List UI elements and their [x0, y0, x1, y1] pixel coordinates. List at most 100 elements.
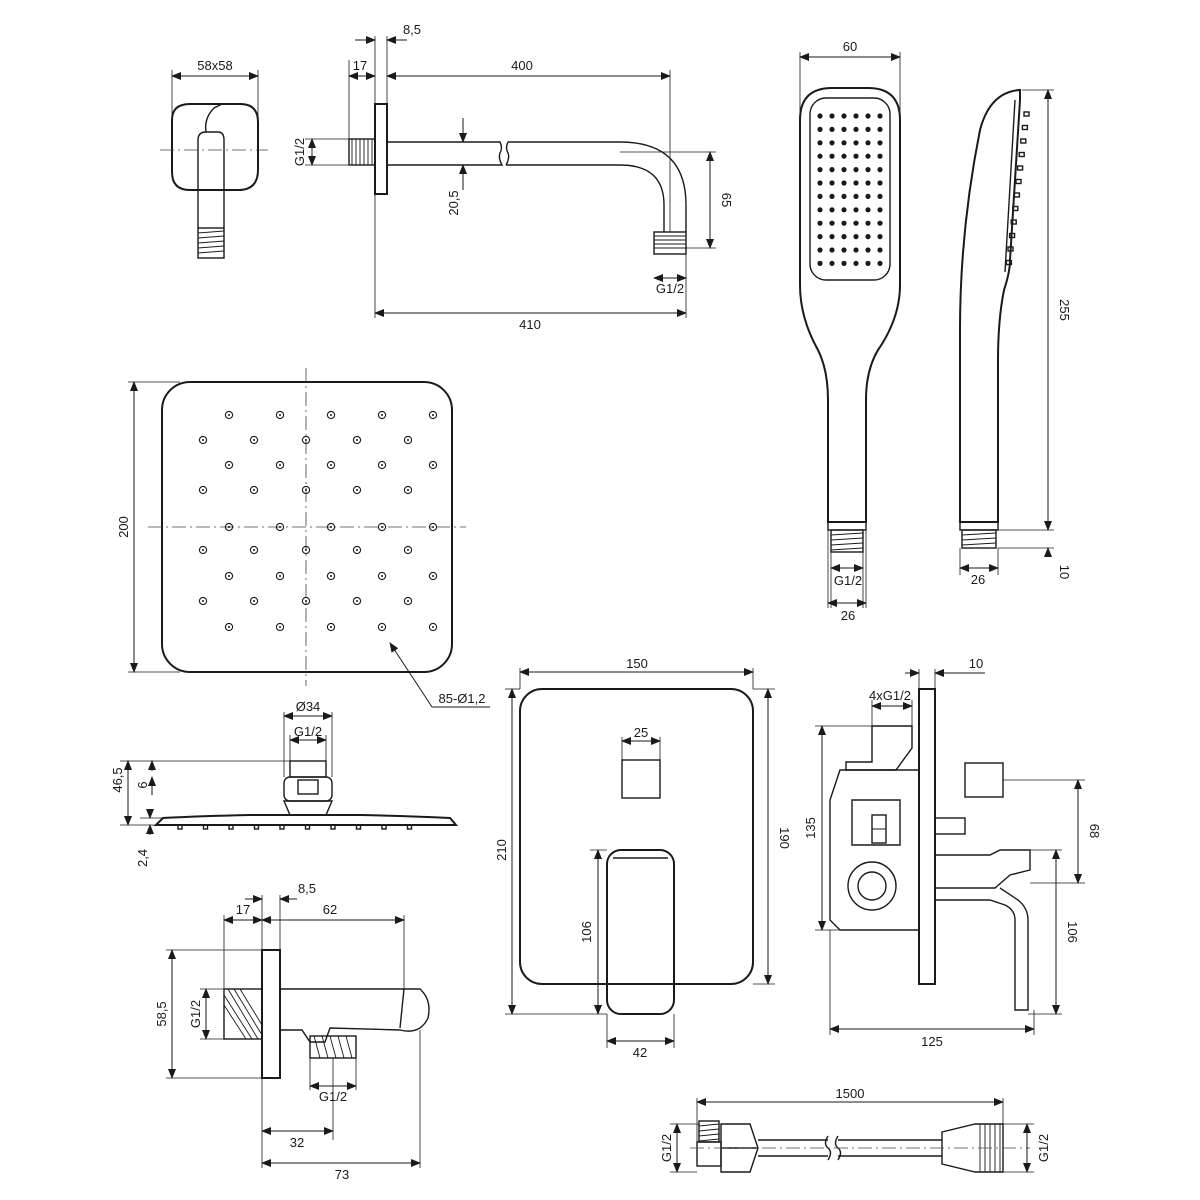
- nozzle-ring: [224, 410, 234, 420]
- hand-nozzle: [877, 180, 883, 186]
- nozzle-ring: [352, 435, 362, 445]
- side-nozzle: [279, 824, 285, 830]
- hand-nozzle: [817, 126, 823, 132]
- dim-85-holes: 85-Ø1,2: [439, 691, 486, 706]
- dim-32: 32: [290, 1135, 304, 1150]
- hand-nozzle: [841, 193, 847, 199]
- dim-g12-arm-left: G1/2: [292, 138, 307, 166]
- nozzle-ring: [377, 460, 387, 470]
- hand-nozzle: [817, 247, 823, 253]
- hand-nozzle: [853, 193, 859, 199]
- dim-42: 42: [633, 1045, 647, 1060]
- rain-head-nozzle: [403, 596, 413, 606]
- rain-head-nozzle: [403, 545, 413, 555]
- rain-head-nozzle: [428, 460, 438, 470]
- nozzle-dot: [330, 464, 332, 466]
- hand-side-nozzle: [1016, 165, 1024, 171]
- nozzle-ring: [301, 435, 311, 445]
- dim-17: 17: [353, 58, 367, 73]
- dim-1500: 1500: [836, 1086, 865, 1101]
- hand-nozzle: [877, 193, 883, 199]
- dim-125: 125: [921, 1034, 943, 1049]
- dim-60: 60: [843, 39, 857, 54]
- hand-nozzle: [853, 260, 859, 266]
- side-nozzle: [330, 824, 336, 830]
- dim-255: 255: [1057, 299, 1072, 321]
- shower-hose-side-view: 1500 G1/2 G1/2: [659, 1086, 1051, 1173]
- hand-side-nozzle: [1010, 219, 1017, 225]
- nozzle-dot: [381, 526, 383, 528]
- hand-nozzle: [841, 180, 847, 186]
- nozzle-dot: [279, 575, 281, 577]
- dim-58x58: 58x58: [197, 58, 232, 73]
- nozzle-ring: [301, 596, 311, 606]
- dim-410: 410: [519, 317, 541, 332]
- hand-nozzle: [865, 140, 871, 146]
- rain-head-nozzle: [326, 522, 336, 532]
- hand-nozzle: [877, 126, 883, 132]
- nozzle-dot: [407, 439, 409, 441]
- nozzle-ring: [224, 622, 234, 632]
- hand-nozzle: [877, 247, 883, 253]
- hand-nozzle: [877, 234, 883, 240]
- rain-head-nozzle: [275, 571, 285, 581]
- nozzle-dot: [356, 489, 358, 491]
- side-nozzle: [304, 824, 311, 830]
- dim-200: 200: [116, 516, 131, 538]
- hand-nozzle: [853, 220, 859, 226]
- nozzle-ring: [275, 571, 285, 581]
- nozzle-dot: [202, 549, 204, 551]
- hand-side-nozzle: [1013, 192, 1021, 198]
- nozzle-ring: [377, 522, 387, 532]
- rain-head-nozzle: [428, 522, 438, 532]
- hand-side-nozzle: [1020, 138, 1027, 144]
- hand-nozzle: [865, 247, 871, 253]
- hand-side-nozzle: [1008, 232, 1016, 239]
- nozzle-ring: [403, 435, 413, 445]
- nozzle-dot: [407, 600, 409, 602]
- nozzle-ring: [275, 622, 285, 632]
- nozzle-dot: [381, 414, 383, 416]
- rain-head-nozzle: [224, 460, 234, 470]
- rain-head-nozzle: [377, 410, 387, 420]
- nozzle-ring: [377, 622, 387, 632]
- rain-head-nozzle: [198, 435, 208, 445]
- nozzle-dot: [305, 439, 307, 441]
- nozzle-ring: [224, 460, 234, 470]
- side-nozzle: [202, 824, 209, 830]
- nozzle-dot: [330, 626, 332, 628]
- dim-106-valve: 106: [1065, 921, 1080, 943]
- rain-head-nozzle: [428, 571, 438, 581]
- rain-head-nozzle: [301, 596, 311, 606]
- dim-106-plate: 106: [579, 921, 594, 943]
- hand-nozzle: [865, 167, 871, 173]
- rain-head-nozzle: [352, 435, 362, 445]
- nozzle-ring: [275, 522, 285, 532]
- rain-head-side-view: Ø34 G1/2 46,5 6 2,4: [110, 699, 459, 867]
- nozzle-dot: [228, 414, 230, 416]
- nozzle-ring: [249, 545, 259, 555]
- hand-nozzle: [841, 207, 847, 213]
- side-nozzle: [253, 824, 260, 830]
- hand-shower-front-view: 60 G1/2 26: [799, 39, 901, 623]
- hand-nozzle: [853, 167, 859, 173]
- side-nozzle: [177, 824, 183, 830]
- nozzle-ring: [198, 545, 208, 555]
- rain-head-nozzle: [301, 435, 311, 445]
- rain-head-nozzle: [275, 460, 285, 470]
- dim-58-5: 58,5: [154, 1001, 169, 1026]
- nozzle-ring: [428, 571, 438, 581]
- rain-head-nozzle: [249, 435, 259, 445]
- nozzle-dot: [305, 489, 307, 491]
- nozzle-ring: [377, 410, 387, 420]
- hand-nozzle: [853, 113, 859, 119]
- dim-26-front: 26: [841, 608, 855, 623]
- dim-17-elbow: 17: [236, 902, 250, 917]
- arm-flange-front-view: 58x58: [160, 58, 268, 259]
- hand-side-nozzle: [1015, 178, 1022, 185]
- nozzle-ring: [428, 522, 438, 532]
- rain-head-nozzle: [326, 460, 336, 470]
- hand-nozzle: [829, 126, 835, 132]
- dim-g12-elbow-left: G1/2: [188, 1000, 203, 1028]
- hand-nozzle: [829, 113, 835, 119]
